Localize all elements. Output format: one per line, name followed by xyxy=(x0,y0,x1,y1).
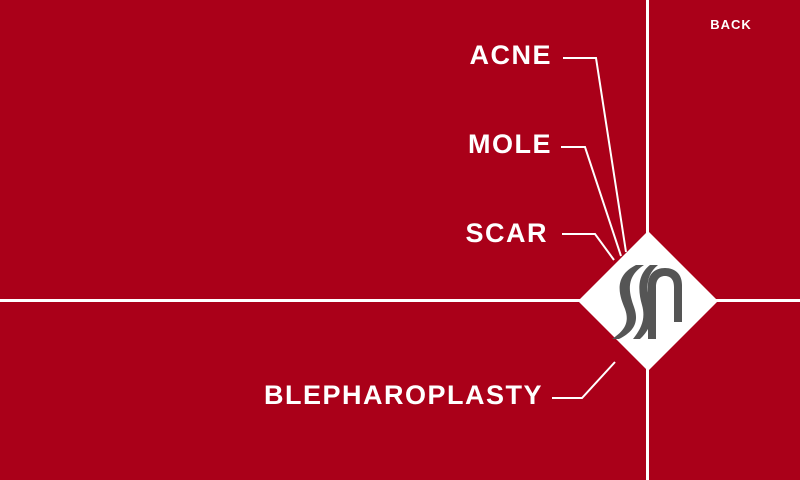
brand-logo-icon[interactable] xyxy=(578,231,718,371)
connector-acne xyxy=(563,57,627,253)
logo-middle-stroke xyxy=(633,265,658,339)
menu-item-scar[interactable]: SCAR xyxy=(465,218,548,248)
back-button[interactable]: BACK xyxy=(710,17,752,32)
logo-arch xyxy=(648,268,682,339)
horizontal-divider xyxy=(0,299,800,302)
menu-item-blepharoplasty[interactable]: BLEPHAROPLASTY xyxy=(263,380,543,410)
menu-item-mole[interactable]: MOLE xyxy=(468,129,552,159)
menu-item-acne[interactable]: ACNE xyxy=(469,40,552,70)
logo-left-stroke xyxy=(612,265,644,339)
